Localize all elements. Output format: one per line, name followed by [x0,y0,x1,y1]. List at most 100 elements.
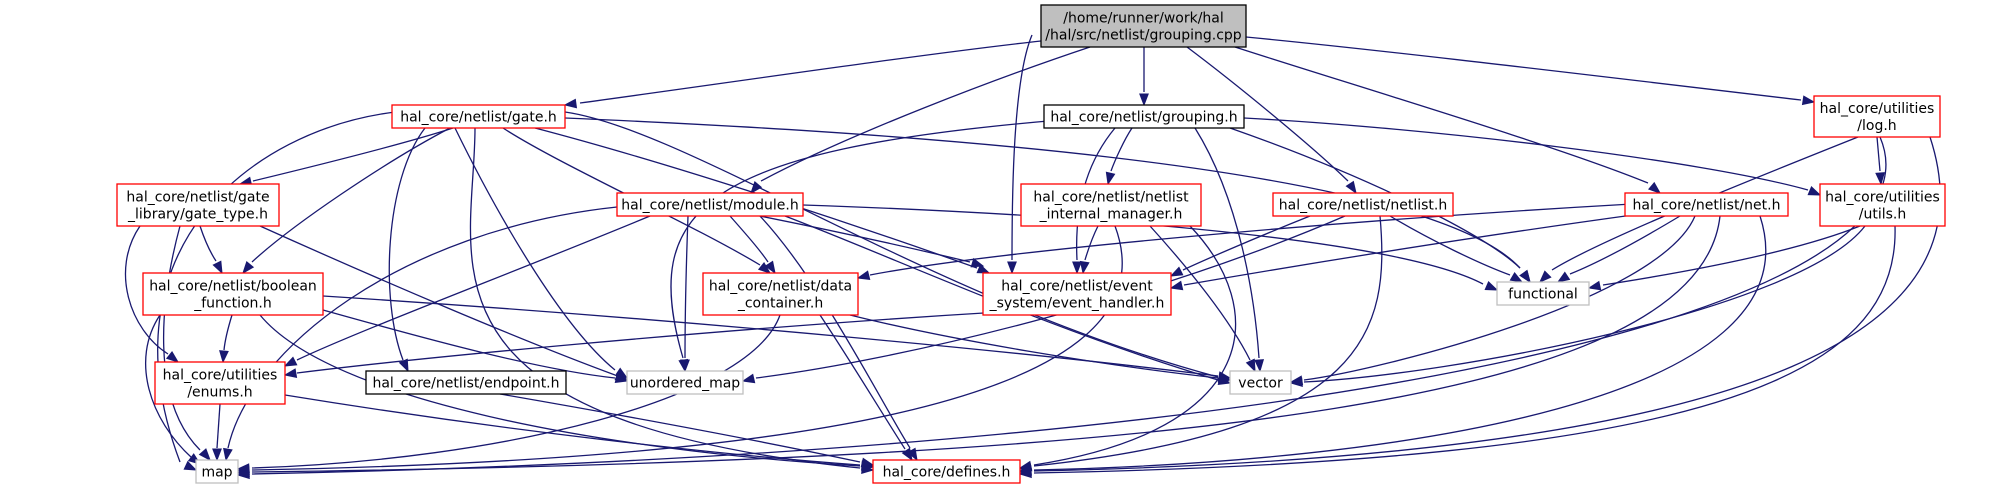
node-box [142,272,324,316]
edge-gate_type_h-to-boolean_function_h [199,225,223,275]
edge-endpoint_h-to-defines_h [499,393,875,468]
node-label: hal_core/utilities [163,368,278,384]
node-netlist-internal-manager-h[interactable]: hal_core/netlist/netlist_internal_manage… [1020,183,1202,227]
node-box [872,459,1021,484]
node-label: map [201,465,232,481]
node-unordered-map: unordered_map [626,370,744,395]
edge-arrowhead [212,260,223,275]
node-grouping-h[interactable]: hal_core/netlist/grouping.h [1043,104,1245,129]
edge-gate_h-to-unordered_map [454,127,629,379]
node-label: hal_core/netlist/data [709,279,852,295]
edge-line [199,225,217,262]
edge-arrowhead [1556,271,1571,283]
edge-line [684,215,689,359]
node-utils-h[interactable]: hal_core/utilities/utils.h [1819,183,1946,227]
edge-arrowhead [1484,280,1499,291]
node-label: vector [1238,376,1283,392]
edge-arrowhead [1169,266,1184,277]
edge-grouping_cpp-to-event_handler_h [1007,34,1033,275]
node-label: hal_core/defines.h [883,465,1011,481]
node-defines-h[interactable]: hal_core/defines.h [872,459,1021,484]
edge-gate_h-to-endpoint_h [388,127,426,373]
edge-line [1303,225,1866,383]
node-label: functional [1508,287,1578,303]
edge-line [784,215,1219,381]
edge-line [759,215,911,449]
edge-netlist_internal_manager_h-to-defines_h [1018,225,1237,471]
edge-module_h-to-enums_h [283,215,651,367]
edge-line [1011,34,1033,261]
edge-gate_type_h-to-map [163,225,211,462]
node-label: _function.h [193,296,272,312]
node-label: hal_core/utilities [1825,190,1940,206]
edge-arrowhead [1217,373,1232,383]
edge-data_container_h-to-vector [849,314,1232,383]
node-vector: vector [1229,370,1292,395]
node-boolean-function-h[interactable]: hal_core/netlist/boolean_function.h [142,272,324,316]
edge-arrowhead [856,270,871,280]
edge-line [1182,215,1311,271]
edge-line [1033,215,1767,471]
node-label: /home/runner/work/hal [1063,11,1224,27]
edge-arrowhead [1007,261,1017,275]
edge-line [252,127,454,182]
edge-utils_h-to-vector [1289,225,1866,388]
edge-netlist_h-to-event_handler_h [1169,215,1311,277]
edge-line [564,111,1219,378]
edge-line [849,314,1219,379]
edge-arrowhead [1509,271,1524,283]
edge-arrowhead [198,448,211,462]
edge-line [1183,213,1641,286]
node-data-container-h[interactable]: hal_core/netlist/data_container.h [702,272,859,316]
node-module-h[interactable]: hal_core/netlist/module.h [616,192,804,217]
node-enums-h[interactable]: hal_core/utilities/enums.h [154,361,286,405]
node-label: _internal_manager.h [1039,207,1183,223]
node-netlist-h[interactable]: hal_core/netlist/netlist.h [1272,192,1454,217]
edge-grouping_h-to-unordered_map [670,119,1061,373]
node-box [702,272,859,316]
node-label: _system/event_handler.h [989,296,1165,312]
edge-line [322,295,1219,377]
edge-grouping_cpp-to-grouping_h [1139,47,1149,107]
edge-line [1033,215,1383,467]
edge-line [1569,215,1681,275]
edge-grouping_cpp-to-net_h [1234,46,1662,194]
node-gate-type-h[interactable]: hal_core/netlist/gate_library/gate_type.… [116,183,280,227]
node-log-h[interactable]: hal_core/utilities/log.h [1813,95,1941,138]
edge-module_h-to-unordered_map [680,215,690,373]
edge-line [223,314,233,351]
edge-line [251,314,781,469]
edge-line [1149,225,1251,361]
edge-arrowhead [1105,171,1116,186]
node-box [391,104,566,129]
edge-arrowhead [764,260,776,275]
edge-line [296,215,651,361]
edge-arrowhead [1801,95,1816,106]
edge-grouping_cpp-to-gate_h [563,40,1042,109]
edge-grouping_cpp-to-module_h [750,46,1091,195]
node-grouping-cpp: /home/runner/work/hal/hal/src/netlist/gr… [1040,4,1247,48]
node-event-handler-h[interactable]: hal_core/netlist/event_system/event_hand… [982,272,1172,316]
node-box [1229,370,1292,395]
edge-arrowhead [757,261,772,274]
node-functional: functional [1496,281,1590,306]
edge-boolean_function_h-to-enums_h [219,314,233,364]
edge-line [869,203,1633,276]
node-box [365,370,567,395]
node-gate-h[interactable]: hal_core/netlist/gate.h [391,104,566,129]
edge-grouping_h-to-utils_h [1243,117,1822,196]
edge-line [163,225,201,451]
node-net-h[interactable]: hal_core/netlist/net.h [1624,192,1789,217]
edge-arrowhead [1289,377,1303,388]
edge-arrowhead [901,447,913,462]
edge-line [564,117,1521,269]
node-endpoint-h[interactable]: hal_core/netlist/endpoint.h [365,370,567,395]
nodes-layer: /home/runner/work/hal/hal/src/netlist/gr… [116,4,1946,484]
node-label: hal_core/netlist/gate [126,190,269,206]
edge-data_container_h-to-defines_h [819,314,913,462]
node-label: hal_core/utilities [1820,101,1935,117]
edge-net_h-to-vector [1289,215,1696,386]
edge-line [1243,117,1809,191]
edge-arrowhead [1169,280,1184,291]
